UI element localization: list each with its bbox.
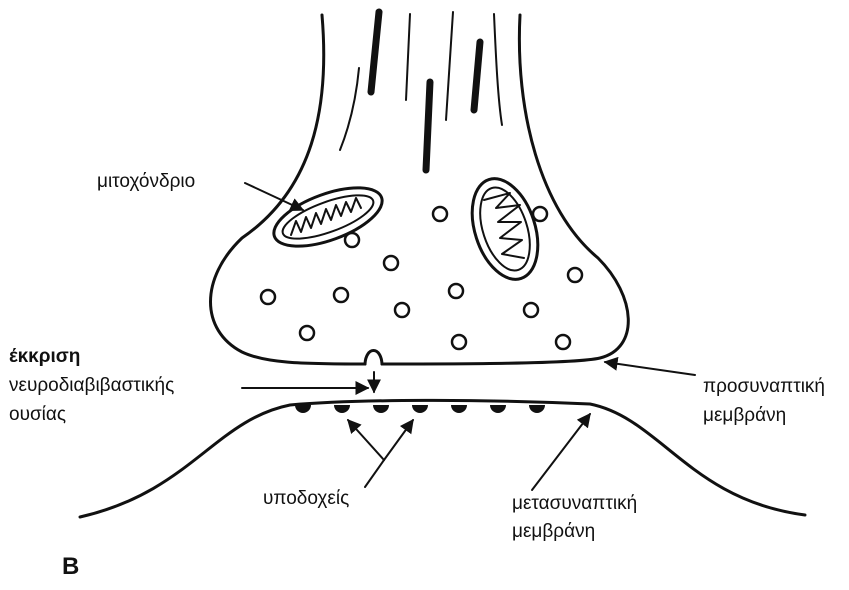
receptors-pointer-stem <box>365 460 384 487</box>
synaptic-vesicles <box>261 207 582 349</box>
secretion-label-line-2: νευροδιαβιβαστικής <box>9 374 174 397</box>
fusing-vesicle <box>365 351 382 365</box>
mitochondrion-right <box>460 170 549 287</box>
presynaptic-label-line-2: μεμβράνη <box>703 404 786 427</box>
receptors-pointer-right <box>384 420 413 460</box>
presynaptic-terminal-outline <box>211 15 629 364</box>
secretion-label-line-3: ουσίας <box>9 403 66 426</box>
postsynaptic-label-line-2: μεμβράνη <box>512 520 595 543</box>
presynaptic-label-line-1: προσυναπτική <box>703 375 825 398</box>
postsynaptic-pointer <box>532 414 590 490</box>
mitochondrion-label: μιτοχόνδριο <box>97 170 195 193</box>
mitochondrion-pointer <box>245 183 303 210</box>
panel-letter: B <box>62 553 79 581</box>
postsynaptic-membrane-outline <box>80 400 805 517</box>
secretion-label-line-1: έκκριση <box>9 345 80 368</box>
mitochondrion-left <box>267 176 390 258</box>
postsynaptic-label-line-1: μετασυναπτική <box>512 492 637 515</box>
axon-filaments <box>340 12 502 170</box>
receptors <box>295 405 545 413</box>
receptors-pointer-left <box>348 420 384 460</box>
receptors-label: υποδοχείς <box>263 487 349 510</box>
presynaptic-pointer <box>605 362 695 375</box>
